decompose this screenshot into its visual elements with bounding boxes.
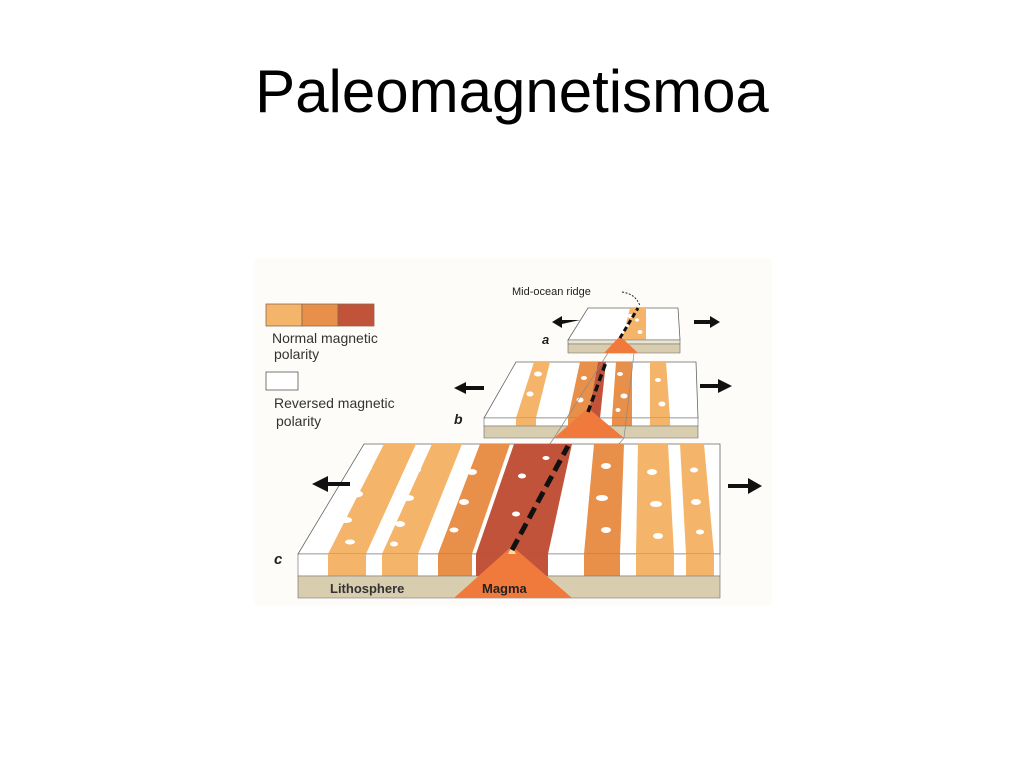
stage-a-magma xyxy=(604,336,638,353)
stage-c-front-band-1 xyxy=(328,554,366,576)
stage-c-band-5 xyxy=(636,444,674,554)
diagram-canvas: Normal magnetic polarity Reversed magnet… xyxy=(254,258,772,606)
stage-b-front-band-3 xyxy=(612,418,632,426)
legend-normal-label-line2: polarity xyxy=(274,346,319,362)
stage-c-front-band-6 xyxy=(686,554,714,576)
ridge-label-leader xyxy=(621,291,641,307)
seafloor-spreading-figure: Normal magnetic polarity Reversed magnet… xyxy=(254,258,772,606)
stage-c-letter: c xyxy=(274,551,283,568)
stage-c-front-band-5 xyxy=(636,554,674,576)
stage-b-left-arrow xyxy=(454,382,484,394)
stage-c-left-arrow xyxy=(312,476,350,492)
stage-c-band-center xyxy=(476,444,572,554)
stage-b-letter: b xyxy=(454,411,463,427)
stage-b-band-1 xyxy=(516,362,550,418)
stage-a-ridge-axis xyxy=(618,307,640,339)
stage-c-band-6 xyxy=(680,444,714,554)
lithosphere-label: Lithosphere xyxy=(330,581,404,596)
legend-normal-label-line1: Normal magnetic xyxy=(272,330,378,346)
stage-b-ridge-axis xyxy=(586,361,608,413)
stage-a-blobs xyxy=(623,314,643,334)
legend-reversed-label-line2: polarity xyxy=(276,413,321,429)
stage-b-front-band-1 xyxy=(516,418,536,426)
stage-c-front-band-4 xyxy=(584,554,620,576)
stage-b-blobs xyxy=(526,371,666,412)
stage-a-left-arrow xyxy=(552,316,580,328)
stage-c-front-band-2 xyxy=(382,554,418,576)
stage-b-right-arrow xyxy=(700,379,732,393)
stage-c-band-3 xyxy=(438,444,510,554)
legend-swatch-reversed xyxy=(265,371,299,391)
stage-c-blobs xyxy=(340,456,704,547)
stage-c-ridge-axis xyxy=(509,444,571,552)
stage-c-magma xyxy=(454,546,572,598)
stage-b-magma xyxy=(554,408,624,438)
stage-a-letter: a xyxy=(542,332,549,347)
legend-swatch-normal-light xyxy=(265,303,303,327)
slide-title: Paleomagnetismoa xyxy=(255,58,769,125)
stage-a-right-arrow xyxy=(694,316,720,328)
magma-label: Magma xyxy=(482,581,528,596)
legend: Normal magnetic polarity Reversed magnet… xyxy=(265,303,395,429)
stage-c-band-1 xyxy=(328,444,416,554)
stage-c-block: c Lithosphere Magma xyxy=(274,443,762,599)
stage-c-front-band-3 xyxy=(438,554,472,576)
stage-b-band-3 xyxy=(612,362,632,418)
ridge-label: Mid-ocean ridge xyxy=(512,286,591,298)
legend-reversed-label-line1: Reversed magnetic xyxy=(274,395,395,411)
stage-a-block: a xyxy=(542,307,720,354)
stage-b-front-band-4 xyxy=(650,418,670,426)
legend-swatch-normal-mid xyxy=(301,303,339,327)
legend-swatch-normal-dark xyxy=(337,303,375,327)
stage-c-right-arrow xyxy=(728,478,762,494)
